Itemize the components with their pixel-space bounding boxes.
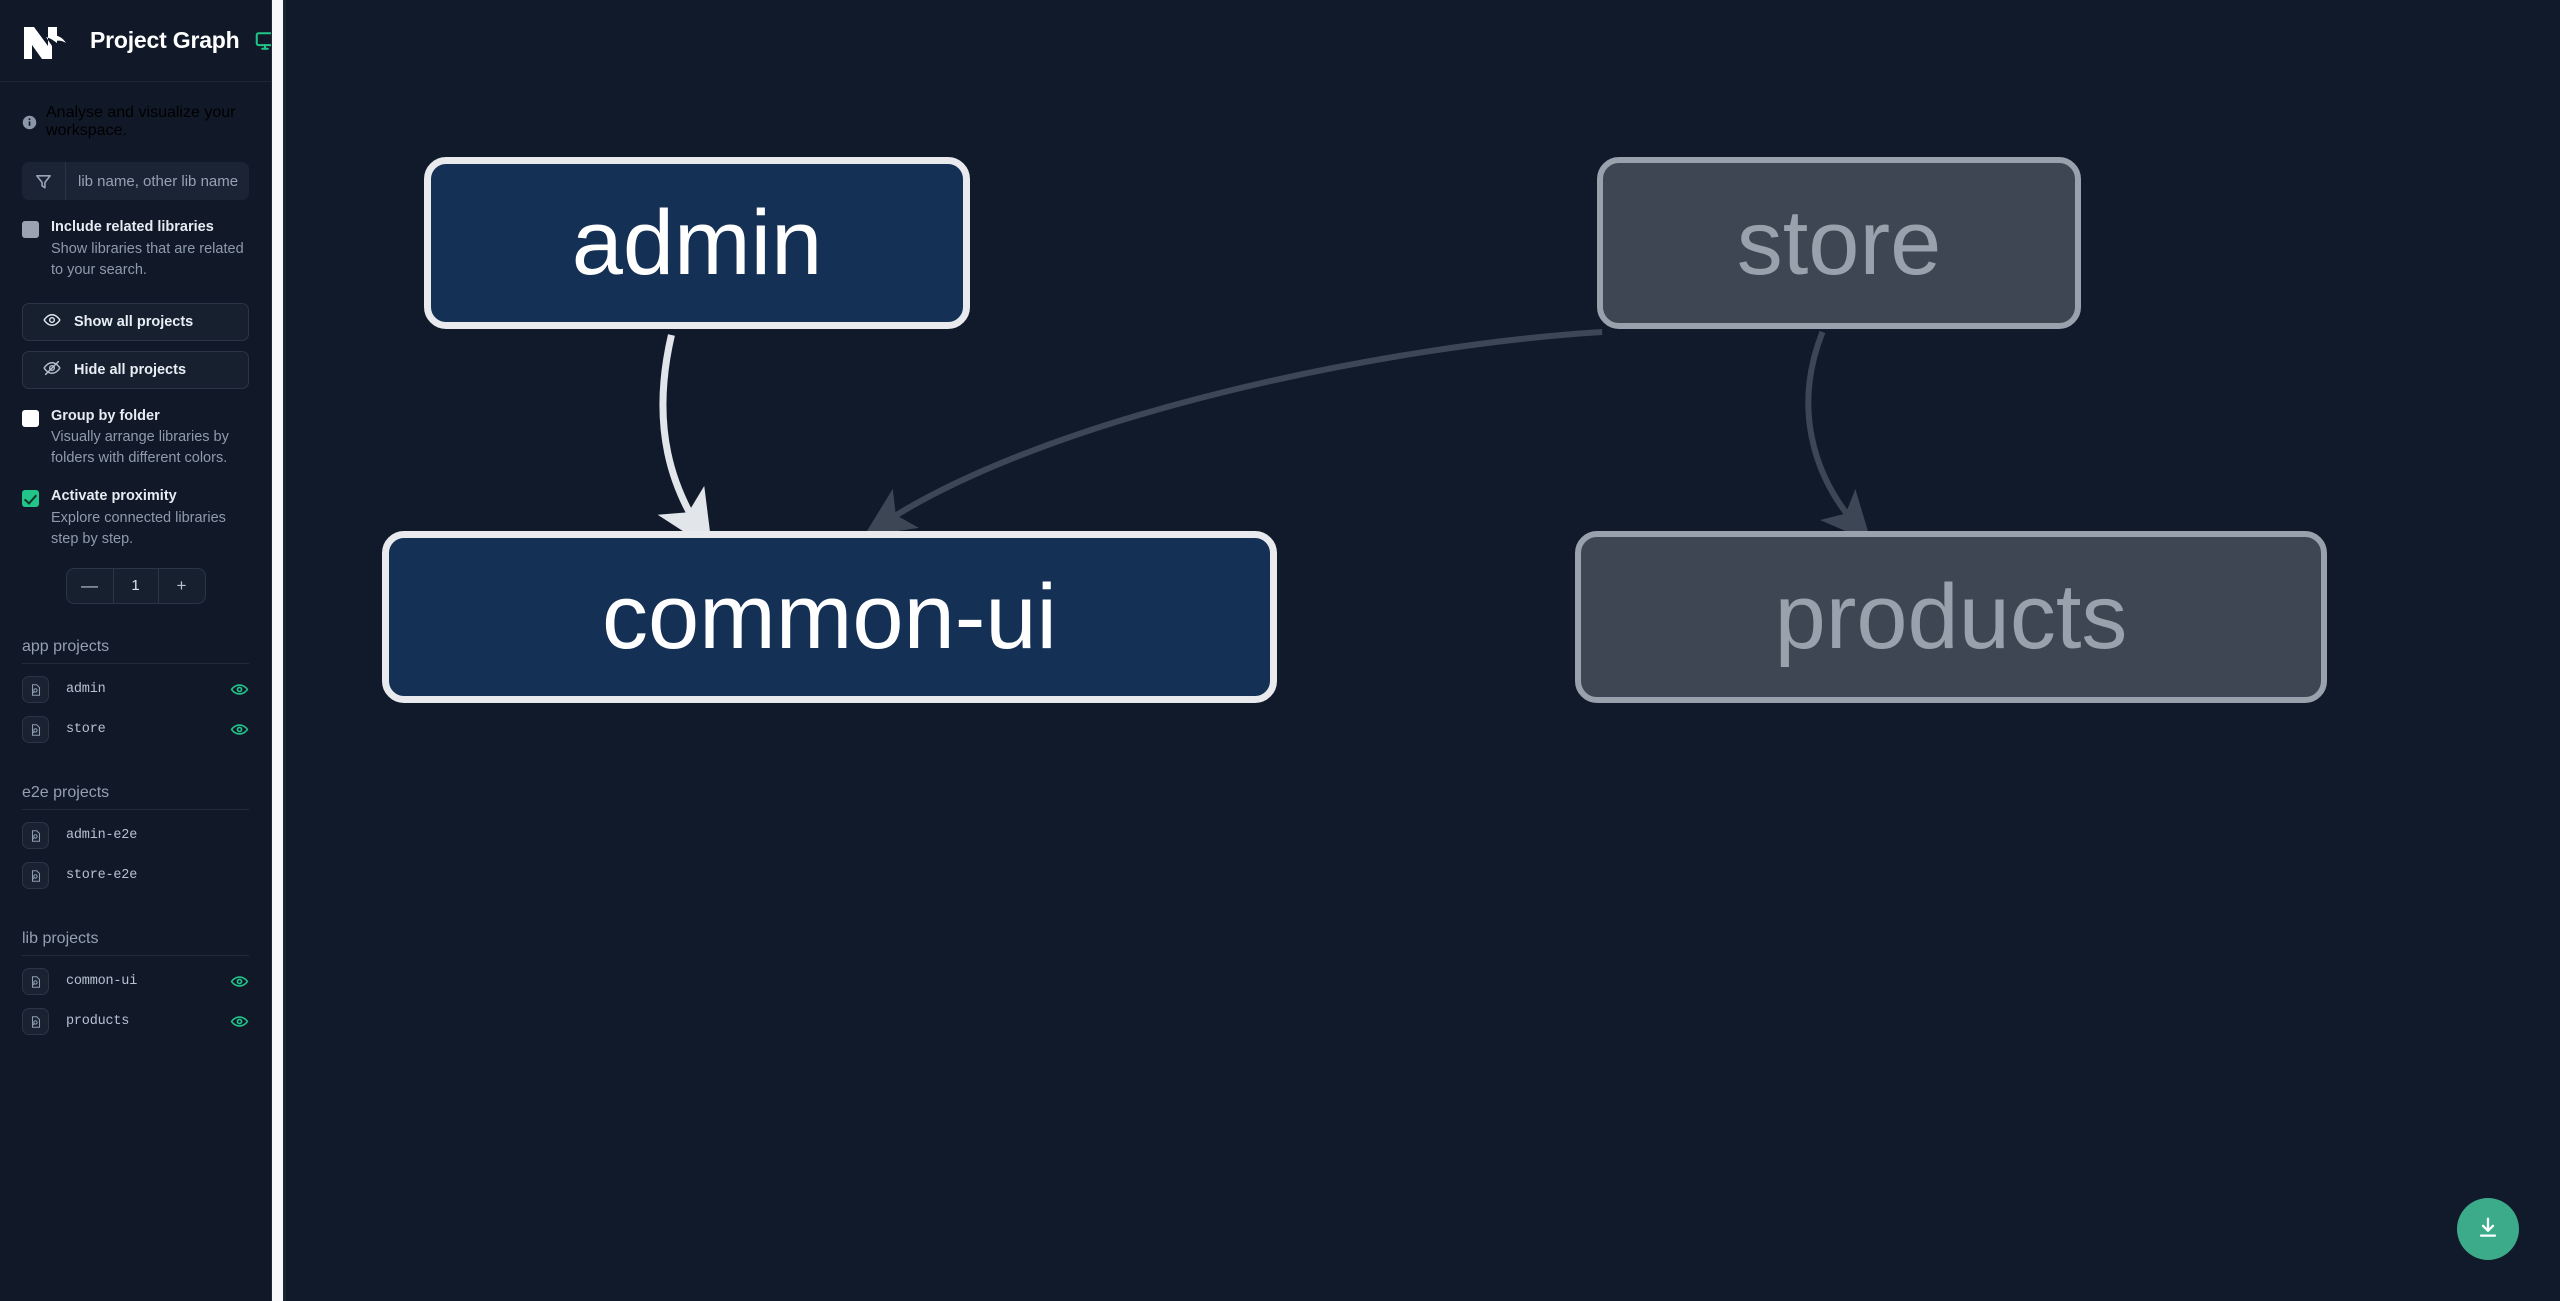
search-input[interactable]	[66, 162, 249, 200]
edge-store-to-common-ui	[863, 329, 1603, 537]
project-row-common-ui[interactable]: common-ui	[22, 962, 249, 1002]
project-name-common-ui: common-ui	[66, 974, 138, 990]
edge-admin-to-common-ui	[657, 334, 713, 551]
group-e2e-projects: e2e projects admin-e2e	[0, 750, 271, 896]
proximity-stepper: — 1 +	[22, 567, 249, 604]
eye-icon	[43, 311, 61, 333]
include-related-libraries-label: Include related libraries	[51, 219, 214, 235]
project-name-store-e2e: store-e2e	[66, 868, 138, 884]
project-file-icon[interactable]	[22, 862, 49, 890]
project-file-icon[interactable]	[22, 968, 49, 996]
nx-logo-icon	[22, 19, 74, 63]
project-row-admin[interactable]: admin	[22, 670, 249, 710]
sidebar-header: Project Graph	[0, 0, 271, 82]
checkbox-group-by-folder[interactable]: Group by folder Visually arrange librari…	[0, 389, 271, 470]
sidebar-divider	[283, 0, 286, 1301]
tagline-text: Analyse and visualize your workspace.	[46, 104, 236, 139]
hide-all-projects-button[interactable]: Hide all projects	[22, 350, 249, 389]
graph-node-products-label: products	[1774, 566, 2128, 668]
graph-node-common-ui-label: common-ui	[601, 566, 1057, 668]
graph-node-admin-label: admin	[571, 192, 823, 294]
info-icon	[22, 115, 37, 130]
graph-node-common-ui[interactable]: common-ui	[382, 531, 1277, 703]
sidebar-scrollbar[interactable]	[272, 0, 283, 1301]
filter-funnel-icon[interactable]	[22, 162, 66, 200]
project-row-admin-e2e[interactable]: admin-e2e	[22, 816, 249, 856]
group-by-folder-checkbox[interactable]	[22, 409, 39, 427]
group-title-lib-projects: lib projects	[22, 896, 249, 956]
checkbox-activate-proximity[interactable]: Activate proximity Explore connected lib…	[0, 469, 271, 550]
show-all-projects-button[interactable]: Show all projects	[22, 302, 249, 341]
project-file-icon[interactable]	[22, 822, 49, 850]
edge-store-to-products	[1805, 330, 1872, 543]
graph-node-products[interactable]: products	[1575, 531, 2327, 703]
activate-proximity-description: Explore connected libraries step by step…	[51, 509, 226, 547]
eye-visible-icon[interactable]	[230, 1012, 249, 1031]
project-row-products[interactable]: products	[22, 1002, 249, 1042]
proximity-decrement-button[interactable]: —	[67, 569, 113, 603]
visibility-buttons: Show all projects Hide all projects	[0, 281, 271, 389]
download-icon	[2475, 1215, 2501, 1244]
graph-node-store-label: store	[1736, 192, 1942, 294]
project-name-store: store	[66, 722, 106, 738]
activate-proximity-checkbox[interactable]	[22, 490, 39, 508]
project-name-admin: admin	[66, 682, 106, 698]
project-file-icon[interactable]	[22, 1008, 49, 1036]
include-related-libraries-description: Show libraries that are related to your …	[51, 240, 244, 278]
group-title-e2e-projects: e2e projects	[22, 750, 249, 810]
search-section	[0, 140, 271, 200]
group-by-folder-label: Group by folder	[51, 407, 160, 424]
project-file-icon[interactable]	[22, 716, 49, 744]
page-title: Project Graph	[90, 27, 240, 53]
sidebar: Project Graph Analyse and visualize your…	[0, 0, 272, 1301]
group-by-folder-description: Visually arrange libraries by folders wi…	[51, 429, 229, 467]
hide-all-projects-label: Hide all projects	[74, 361, 187, 378]
monitor-icon[interactable]	[254, 30, 271, 52]
show-all-projects-label: Show all projects	[74, 313, 194, 330]
eye-visible-icon[interactable]	[230, 680, 249, 699]
proximity-value: 1	[112, 568, 159, 603]
graph-node-store[interactable]: store	[1597, 157, 2081, 329]
include-related-libraries-checkbox[interactable]	[22, 221, 39, 238]
download-graph-button[interactable]	[2457, 1198, 2519, 1260]
group-app-projects: app projects admin	[0, 604, 271, 750]
eye-visible-icon[interactable]	[230, 972, 249, 991]
eye-visible-icon[interactable]	[230, 720, 249, 739]
group-lib-projects: lib projects common-ui	[0, 896, 271, 1042]
project-row-store-e2e[interactable]: store-e2e	[22, 856, 249, 896]
tagline-row: Analyse and visualize your workspace.	[0, 82, 271, 140]
project-name-admin-e2e: admin-e2e	[66, 828, 138, 844]
search-box[interactable]	[22, 162, 249, 200]
project-name-products: products	[66, 1014, 130, 1030]
graph-edges-layer	[657, 329, 1872, 551]
graph-canvas[interactable]: admin store common-ui products	[272, 0, 2560, 1301]
group-title-app-projects: app projects	[22, 604, 249, 664]
project-row-store[interactable]: store	[22, 710, 249, 750]
graph-node-admin[interactable]: admin	[424, 157, 970, 329]
project-file-icon[interactable]	[22, 676, 49, 704]
eye-off-icon	[43, 359, 61, 381]
checkbox-include-related-libraries[interactable]: Include related libraries Show libraries…	[0, 200, 271, 281]
proximity-increment-button[interactable]: +	[159, 569, 205, 603]
activate-proximity-label: Activate proximity	[51, 488, 177, 505]
